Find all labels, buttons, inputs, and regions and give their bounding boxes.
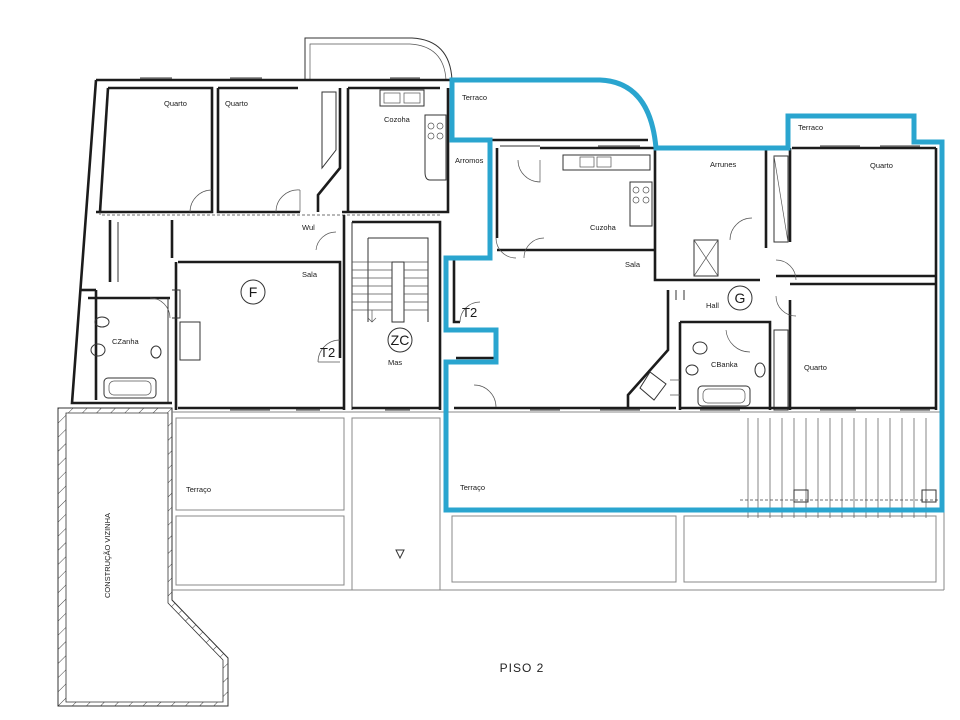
room-label: Arrunes: [710, 160, 737, 169]
marker-circle-zc: [387, 327, 413, 353]
room-label: Hall: [706, 301, 719, 310]
top-balcony: [304, 37, 453, 81]
apartment-markers: F G ZC T2 T2: [240, 279, 753, 360]
apartment-g-type: T2: [462, 305, 477, 320]
apartment-f-marker: F: [249, 284, 258, 300]
room-label: Quarto: [164, 99, 187, 108]
room-label: Sala: [625, 260, 641, 269]
floor-label: PISO 2: [500, 661, 545, 675]
room-label: Sala: [302, 270, 318, 279]
apartment-f: [70, 77, 452, 411]
room-label: Terraço: [460, 483, 485, 492]
room-label: Wul: [302, 223, 315, 232]
highlight-outline: [443, 77, 945, 513]
apartment-g-marker: G: [735, 290, 746, 306]
marker-circle-g: [727, 285, 753, 311]
room-label: Arromos: [455, 156, 484, 165]
terraces: [172, 411, 945, 591]
room-label: CZanha: [112, 337, 140, 346]
room-label: Mas: [388, 358, 402, 367]
core-zc: [342, 215, 442, 411]
room-label: Quarto: [804, 363, 827, 372]
room-label: Quarto: [225, 99, 248, 108]
apartment-g: [446, 80, 938, 411]
room-label: Terraço: [186, 485, 211, 494]
room-label: CBanka: [711, 360, 739, 369]
room-label: Cozoha: [384, 115, 411, 124]
room-label: Quarto: [870, 161, 893, 170]
neighbor-building: [57, 407, 229, 707]
room-labels: Quarto Quarto Cozoha Wul Sala CZanha Mas…: [112, 93, 893, 494]
room-label: Terraco: [462, 93, 487, 102]
room-label: Cuzoha: [590, 223, 617, 232]
marker-circle-f: [240, 279, 266, 305]
apartment-f-type: T2: [320, 345, 335, 360]
neighbor-label: CONSTRUÇÃO VIZINHA: [103, 513, 112, 598]
room-label: Terraco: [798, 123, 823, 132]
core-marker: ZC: [391, 332, 410, 348]
